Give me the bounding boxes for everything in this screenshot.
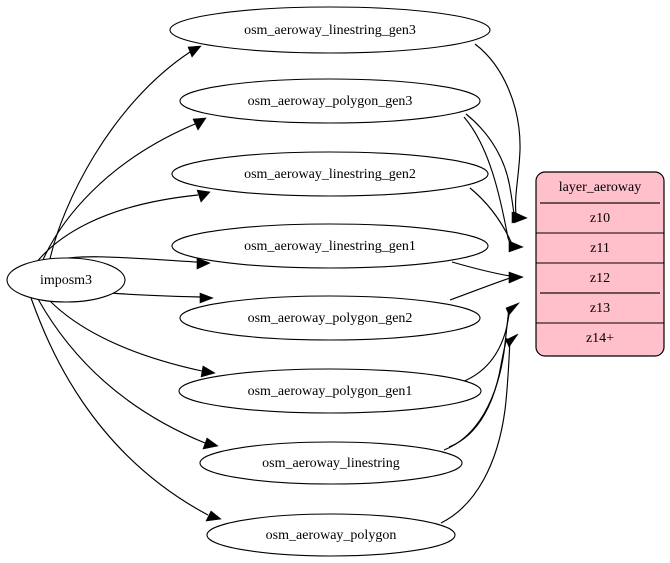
linestring-ellipse[interactable] bbox=[199, 441, 463, 485]
node-osm-aeroway-polygon-gen1[interactable]: osm_aeroway_polygon_gen1 bbox=[178, 368, 482, 414]
arrowhead-z14-a bbox=[505, 333, 519, 348]
polygon-gen2-label: osm_aeroway_polygon_gen2 bbox=[248, 311, 413, 326]
arrowhead-z11-a bbox=[508, 240, 524, 253]
arrowhead-polygon-gen1 bbox=[200, 365, 216, 378]
edge-imposm3-to-linestring-gen3 bbox=[49, 51, 191, 260]
edges-source-to-tables bbox=[30, 45, 222, 522]
node-imposm3[interactable]: imposm3 bbox=[6, 257, 126, 303]
node-osm-aeroway-polygon-gen2[interactable]: osm_aeroway_polygon_gen2 bbox=[179, 295, 481, 341]
arrowhead-linestring-gen2 bbox=[196, 189, 211, 203]
polygon-ellipse[interactable] bbox=[206, 513, 456, 557]
layer-table-header-label: layer_aeroway bbox=[559, 180, 641, 195]
edge-polygon-to-z14 bbox=[440, 338, 511, 524]
node-osm-aeroway-linestring-gen3[interactable]: osm_aeroway_linestring_gen3 bbox=[169, 6, 491, 54]
edges-tables-to-layer bbox=[440, 43, 528, 524]
polygon-gen1-ellipse[interactable] bbox=[178, 368, 482, 414]
edge-linestring-to-z14 bbox=[448, 337, 508, 448]
linestring-gen1-label: osm_aeroway_linestring_gen1 bbox=[244, 239, 416, 254]
layer-table-background bbox=[535, 171, 665, 357]
polygon-gen3-label: osm_aeroway_polygon_gen3 bbox=[248, 94, 413, 109]
edge-imposm3-to-linestring-gen2 bbox=[35, 194, 199, 264]
arrowhead-linestring bbox=[202, 437, 219, 450]
edge-linestring-gen2-to-z11 bbox=[469, 187, 513, 245]
polygon-gen1-label: osm_aeroway_polygon_gen1 bbox=[248, 384, 413, 399]
arrowhead-z13-a bbox=[505, 302, 520, 316]
linestring-label: osm_aeroway_linestring bbox=[262, 456, 400, 471]
edge-polygon-gen2-to-z12 bbox=[449, 277, 511, 301]
layer-table-row-z14plus[interactable]: z14+ bbox=[586, 331, 614, 346]
node-osm-aeroway-linestring-gen2[interactable]: osm_aeroway_linestring_gen2 bbox=[171, 151, 489, 197]
node-osm-aeroway-polygon[interactable]: osm_aeroway_polygon bbox=[206, 513, 456, 557]
linestring-gen3-label: osm_aeroway_linestring_gen3 bbox=[244, 23, 416, 38]
edge-imposm3-to-linestring bbox=[37, 298, 206, 444]
edge-imposm3-to-polygon bbox=[30, 297, 209, 516]
node-osm-aeroway-linestring[interactable]: osm_aeroway_linestring bbox=[199, 441, 463, 485]
edge-polygon-gen3-to-z11 bbox=[463, 116, 512, 246]
node-osm-aeroway-polygon-gen3[interactable]: osm_aeroway_polygon_gen3 bbox=[179, 78, 481, 124]
edge-polygon-gen3-to-z10 bbox=[465, 113, 515, 215]
imposm3-label: imposm3 bbox=[40, 273, 92, 288]
edge-linestring-gen1-to-z12 bbox=[451, 261, 511, 277]
edge-linestring-to-z13 bbox=[443, 306, 510, 451]
arrowhead-linestring-gen1 bbox=[196, 257, 211, 270]
layer-table-row-z10[interactable]: z10 bbox=[590, 211, 610, 226]
node-layer-aeroway-table[interactable]: layer_aeroway z10 z11 z12 z13 z14+ bbox=[535, 171, 665, 357]
node-osm-aeroway-linestring-gen1[interactable]: osm_aeroway_linestring_gen1 bbox=[171, 223, 489, 269]
edge-imposm3-to-polygon-gen2 bbox=[109, 292, 201, 298]
edge-imposm3-to-polygon-gen1 bbox=[49, 300, 203, 372]
linestring-gen2-ellipse[interactable] bbox=[171, 151, 489, 197]
arrowhead-polygon bbox=[205, 510, 222, 522]
layer-table-row-z12[interactable]: z12 bbox=[590, 271, 610, 286]
imposm3-ellipse[interactable] bbox=[6, 257, 126, 303]
linestring-gen2-label: osm_aeroway_linestring_gen2 bbox=[244, 167, 416, 182]
edge-linestring-gen3-to-z10 bbox=[474, 43, 521, 215]
polygon-label: osm_aeroway_polygon bbox=[266, 528, 397, 543]
arrowhead-polygon-gen2 bbox=[199, 292, 214, 304]
arrowhead-z10-b bbox=[511, 211, 526, 224]
layer-table-row-z11[interactable]: z11 bbox=[590, 241, 610, 256]
polygon-gen3-ellipse[interactable] bbox=[179, 78, 481, 124]
polygon-gen2-ellipse[interactable] bbox=[179, 295, 481, 341]
edge-imposm3-to-polygon-gen3 bbox=[41, 123, 196, 263]
arrowhead-linestring-gen3 bbox=[187, 45, 202, 58]
layer-table-row-z13[interactable]: z13 bbox=[590, 301, 610, 316]
linestring-gen1-ellipse[interactable] bbox=[171, 223, 489, 269]
arrowhead-z12-a bbox=[508, 271, 524, 284]
linestring-gen3-ellipse[interactable] bbox=[169, 6, 491, 54]
arrowhead-polygon-gen3 bbox=[192, 117, 207, 131]
